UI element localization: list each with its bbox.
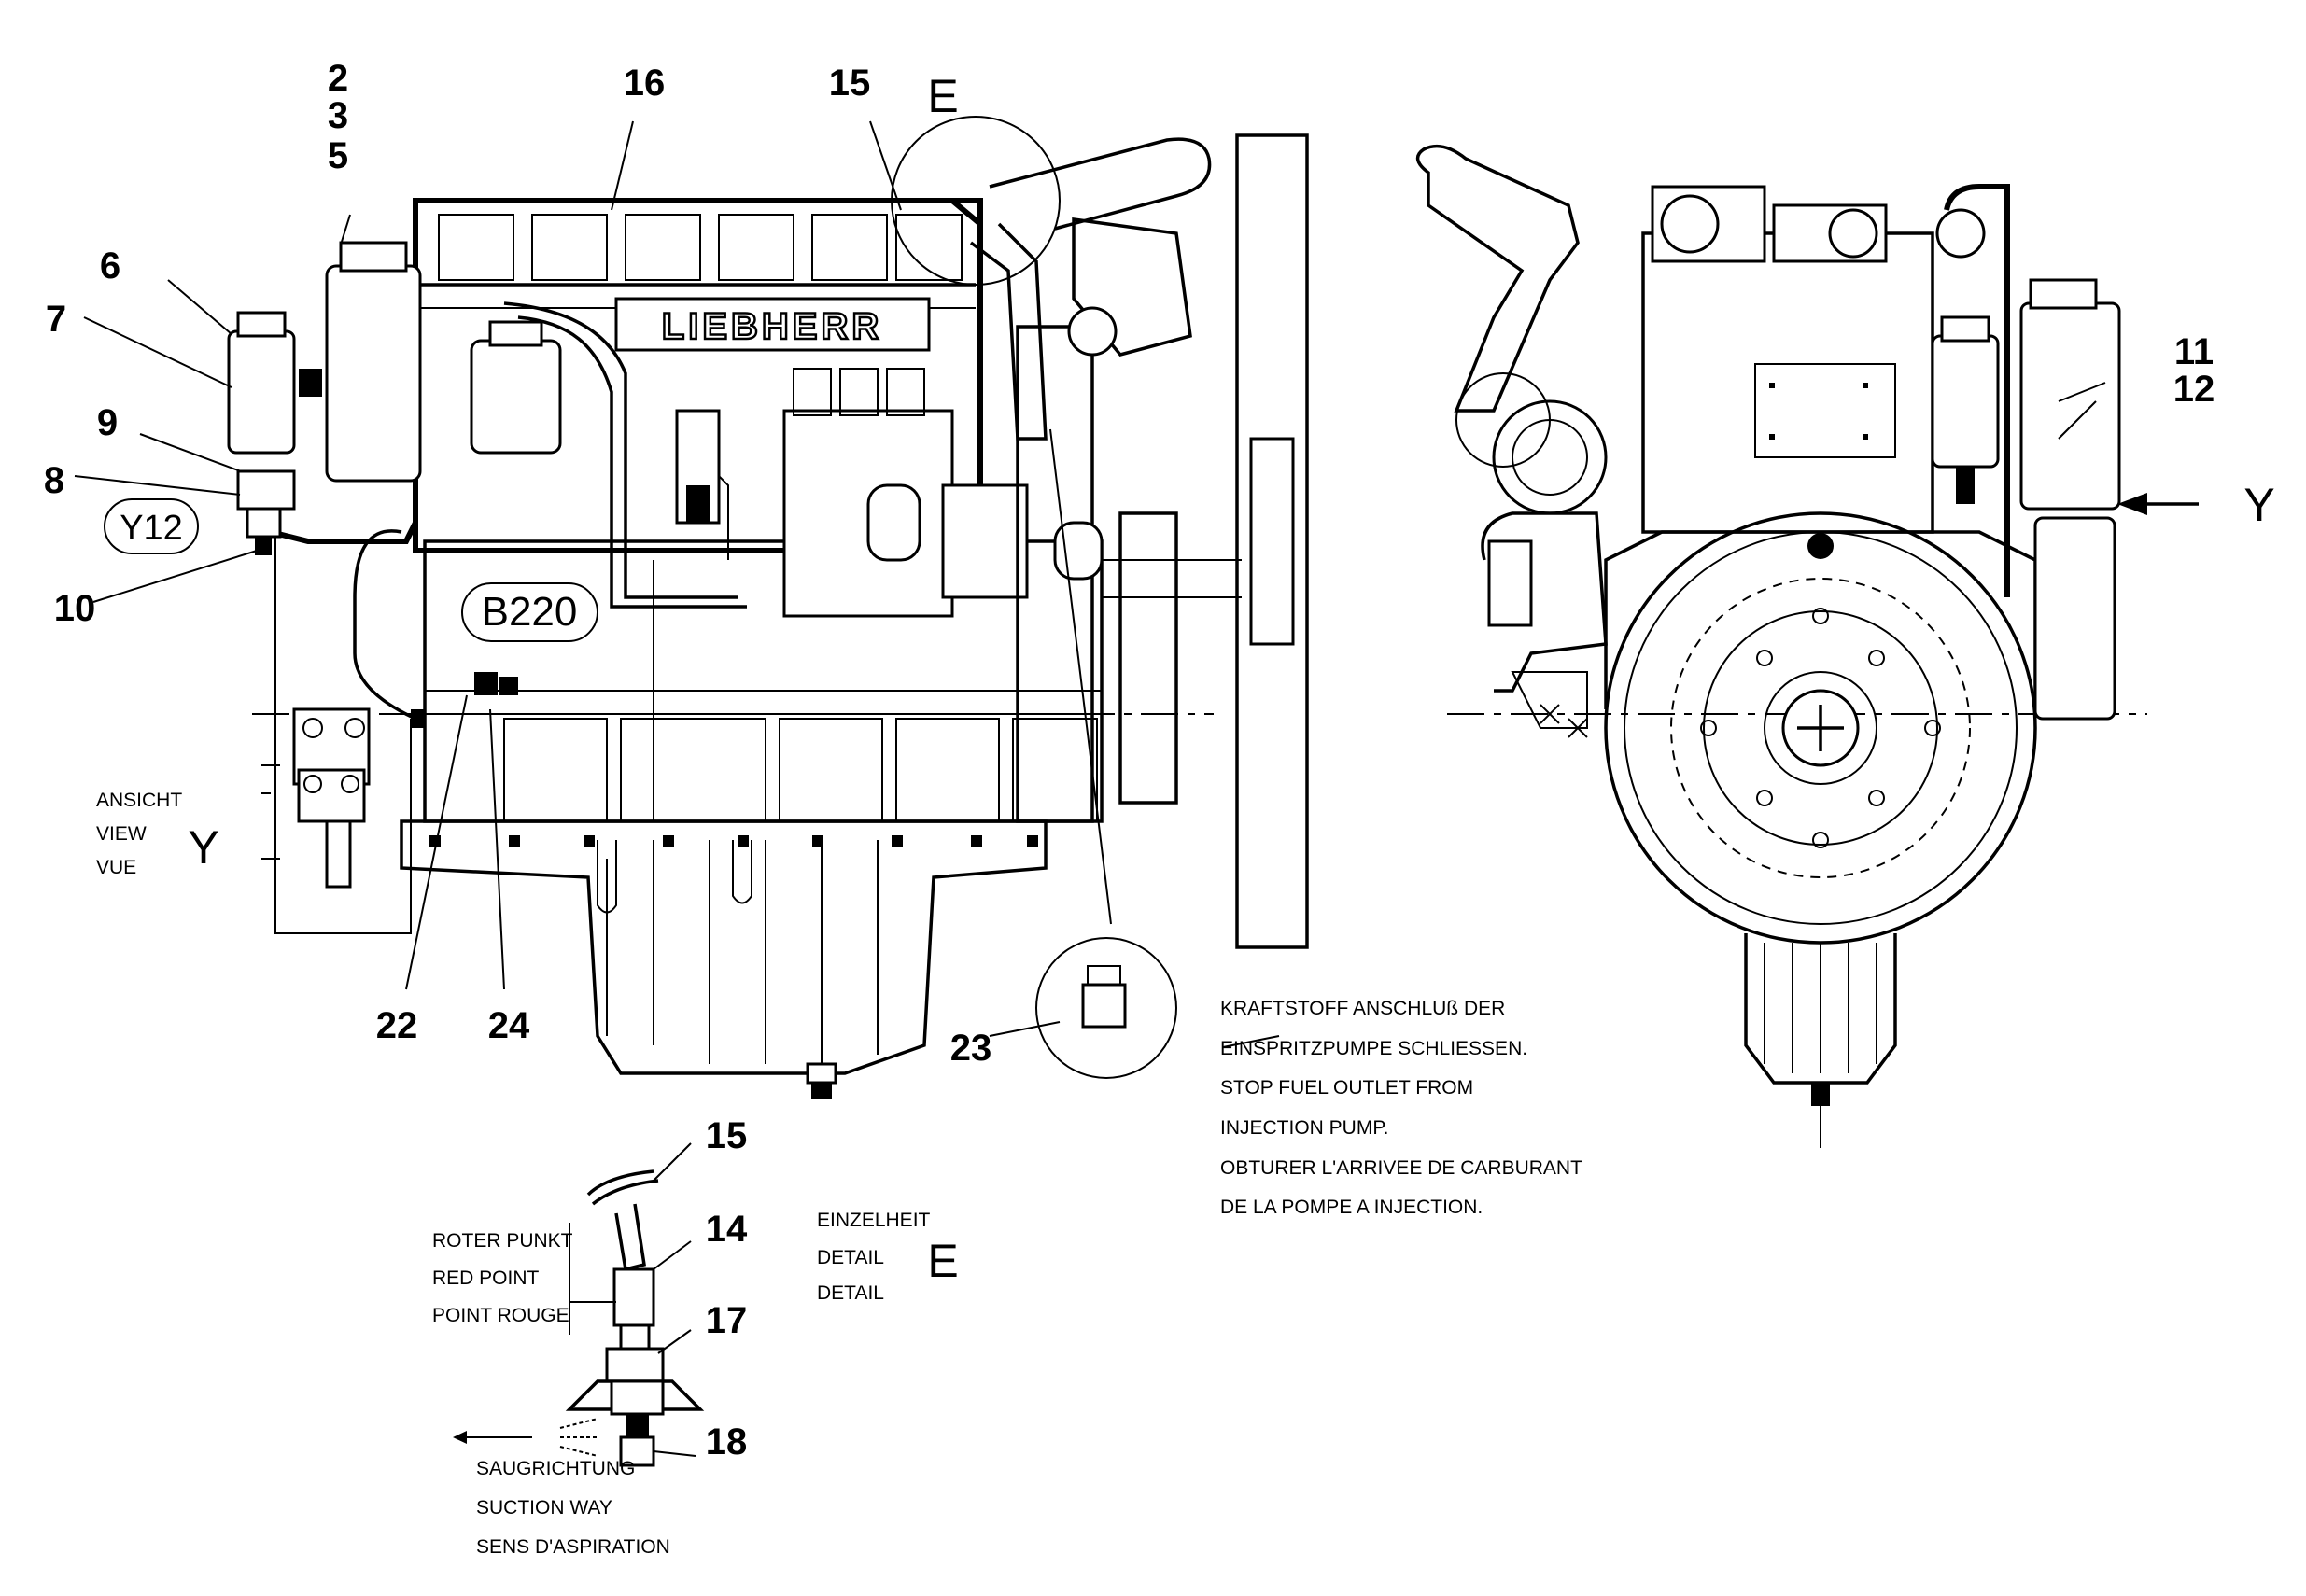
view-y-arrow bbox=[2117, 493, 2199, 515]
y12-badge-text: Y12 bbox=[120, 509, 183, 548]
view-label-en: VIEW bbox=[96, 823, 147, 845]
detail-label-fr: DETAIL bbox=[817, 1282, 884, 1304]
engine-front-view bbox=[1415, 144, 2121, 1148]
fuel-note-line-1: KRAFTSTOFF ANSCHLUß DER bbox=[1220, 998, 1505, 1019]
detail-23-circle bbox=[1035, 937, 1177, 1079]
callout-numbers: 2 3 5 6 7 9 8 10 16 15 11 12 22 24 23 15… bbox=[44, 58, 2215, 1463]
detail-e-marker: E bbox=[927, 70, 958, 122]
fuel-note-line-4: INJECTION PUMP. bbox=[1220, 1117, 1388, 1139]
b220-badge: B220 bbox=[482, 589, 578, 635]
callout-3: 3 bbox=[328, 95, 348, 136]
detail-e-drawing bbox=[453, 1142, 705, 1467]
detail-label: EINZELHEIT DETAIL DETAIL bbox=[817, 1210, 931, 1304]
detail-label-en: DETAIL bbox=[817, 1247, 884, 1268]
callout-2: 2 bbox=[328, 58, 348, 99]
callout-15-detail: 15 bbox=[706, 1115, 748, 1156]
engine-side-view: LIEBHERR B220 bbox=[227, 116, 2147, 1099]
fuel-note-line-6: DE LA POMPE A INJECTION. bbox=[1220, 1197, 1483, 1218]
callout-14: 14 bbox=[706, 1209, 748, 1250]
callout-11: 11 bbox=[2174, 331, 2214, 372]
y12-badge: Y12 bbox=[104, 498, 199, 554]
red-point-de: ROTER PUNKT bbox=[432, 1230, 573, 1252]
callout-16: 16 bbox=[624, 63, 666, 104]
detail-e-label-letter: E bbox=[927, 1235, 958, 1287]
suction-fr: SENS D'ASPIRATION bbox=[476, 1536, 670, 1558]
view-y-marker: Y bbox=[2243, 479, 2274, 531]
callout-9: 9 bbox=[97, 402, 118, 443]
callout-8: 8 bbox=[44, 460, 64, 501]
fuel-note-line-2: EINSPRITZPUMPE SCHLIESSEN. bbox=[1220, 1038, 1527, 1059]
callout-24: 24 bbox=[488, 1005, 530, 1046]
callout-18: 18 bbox=[706, 1421, 748, 1463]
view-label-de: ANSICHT bbox=[96, 790, 182, 811]
view-label-fr: VUE bbox=[96, 857, 136, 878]
red-point-en: RED POINT bbox=[432, 1267, 540, 1289]
callout-23: 23 bbox=[950, 1028, 992, 1069]
fuel-outlet-note: KRAFTSTOFF ANSCHLUß DER EINSPRITZPUMPE S… bbox=[1220, 998, 1582, 1218]
callout-22: 22 bbox=[376, 1005, 418, 1046]
suction-label: SAUGRICHTUNG SUCTION WAY SENS D'ASPIRATI… bbox=[476, 1458, 670, 1558]
fuel-note-line-3: STOP FUEL OUTLET FROM bbox=[1220, 1077, 1473, 1099]
brand-logo-text: LIEBHERR bbox=[662, 306, 882, 347]
callout-6: 6 bbox=[100, 245, 120, 287]
callout-5: 5 bbox=[328, 135, 348, 176]
leader-lines bbox=[74, 120, 2106, 1048]
fuel-note-line-5: OBTURER L'ARRIVEE DE CARBURANT bbox=[1220, 1157, 1582, 1179]
suction-en: SUCTION WAY bbox=[476, 1497, 612, 1519]
callout-12: 12 bbox=[2173, 369, 2215, 410]
view-label: ANSICHT VIEW VUE bbox=[96, 790, 182, 878]
red-point-fr: POINT ROUGE bbox=[432, 1305, 569, 1326]
red-point-label: ROTER PUNKT RED POINT POINT ROUGE bbox=[432, 1230, 573, 1326]
callout-10: 10 bbox=[54, 588, 96, 629]
callout-17: 17 bbox=[706, 1300, 748, 1341]
callout-7: 7 bbox=[46, 299, 66, 340]
detail-label-de: EINZELHEIT bbox=[817, 1210, 931, 1231]
suction-de: SAUGRICHTUNG bbox=[476, 1458, 635, 1479]
callout-15: 15 bbox=[829, 63, 871, 104]
view-y-label-letter: Y bbox=[188, 821, 218, 874]
